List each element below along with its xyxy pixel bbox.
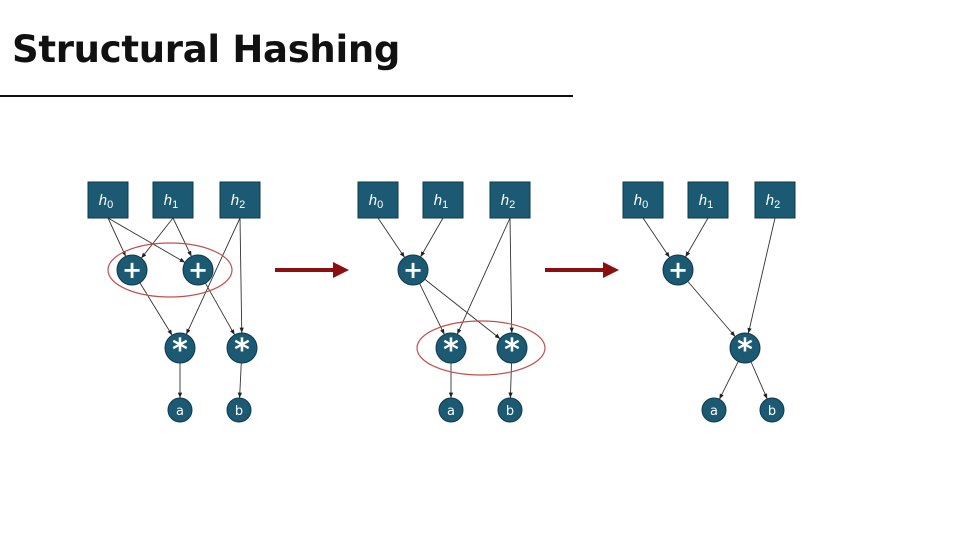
node-h2: h2 bbox=[219, 181, 261, 219]
node-h0: h0 bbox=[87, 181, 129, 219]
node-s1: * bbox=[729, 332, 761, 368]
node-h2: h2 bbox=[489, 181, 531, 219]
node-h0: h0 bbox=[357, 181, 399, 219]
node-subscript: 0 bbox=[642, 199, 648, 211]
edge-s2-b bbox=[237, 362, 242, 399]
edge-h0-p1 bbox=[107, 217, 127, 257]
edge-h2-s2 bbox=[509, 217, 514, 334]
node-a: a bbox=[167, 397, 193, 423]
node-label: * bbox=[737, 333, 753, 368]
node-subscript: 1 bbox=[172, 199, 178, 211]
node-label: a bbox=[710, 404, 718, 419]
node-s1: * bbox=[435, 332, 467, 368]
node-label: * bbox=[234, 333, 250, 368]
node-h2: h2 bbox=[754, 181, 796, 219]
node-a: a bbox=[701, 397, 727, 423]
node-label: + bbox=[668, 256, 688, 284]
node-label: a bbox=[176, 404, 184, 419]
node-h1: h1 bbox=[152, 181, 194, 219]
node-subscript: 2 bbox=[774, 199, 780, 211]
diagram-original: h0 h1 h2 + + * * a b bbox=[87, 181, 261, 423]
node-p1: + bbox=[397, 254, 429, 286]
node-s1: * bbox=[164, 332, 196, 368]
title-underline bbox=[0, 95, 573, 97]
node-label: b bbox=[506, 404, 514, 419]
diagram-plus-merged: h0 h1 h2 + * * a b bbox=[357, 181, 546, 423]
highlight-ellipse bbox=[416, 320, 546, 376]
node-label: * bbox=[504, 333, 520, 368]
node-subscript: 2 bbox=[239, 199, 245, 211]
node-subscript: 0 bbox=[107, 199, 113, 211]
node-label: + bbox=[188, 256, 208, 284]
node-label: + bbox=[403, 256, 423, 284]
node-p2: + bbox=[182, 254, 214, 286]
node-p1: + bbox=[662, 254, 694, 286]
node-b: b bbox=[759, 397, 785, 423]
node-label: a bbox=[447, 404, 455, 419]
edge-h2-s2 bbox=[239, 217, 244, 334]
edge-p2-s2 bbox=[204, 282, 236, 336]
node-s2: * bbox=[226, 332, 258, 368]
node-subscript: 0 bbox=[377, 199, 383, 211]
edge-p1-s1 bbox=[139, 282, 173, 336]
edge-h2-s1 bbox=[456, 217, 511, 335]
node-b: b bbox=[497, 397, 523, 423]
node-label: b bbox=[768, 404, 776, 419]
edge-h1-p1 bbox=[685, 217, 709, 258]
edge-h0-p1 bbox=[377, 217, 405, 258]
node-h1: h1 bbox=[687, 181, 729, 219]
slide-title: Structural Hashing bbox=[12, 28, 401, 71]
edge-s1-b bbox=[750, 361, 768, 400]
edge-p1-s2 bbox=[424, 278, 501, 340]
node-b: b bbox=[226, 397, 252, 423]
edge-h1-p1 bbox=[420, 217, 444, 258]
edge-p1-s1 bbox=[419, 283, 445, 335]
node-label: * bbox=[443, 333, 459, 368]
edge-s2-b bbox=[508, 362, 513, 399]
edge-h0-p1 bbox=[642, 217, 670, 258]
node-h0: h0 bbox=[622, 181, 664, 219]
node-h1: h1 bbox=[422, 181, 464, 219]
edge-h1-p2 bbox=[172, 217, 192, 257]
diagram-fully-hashed: h0 h1 h2 + * a b bbox=[622, 181, 796, 423]
node-a: a bbox=[438, 397, 464, 423]
transition-arrowhead-icon bbox=[603, 262, 619, 278]
node-label: b bbox=[235, 404, 243, 419]
edge-s1-a bbox=[718, 361, 739, 400]
edge-h0-p2 bbox=[107, 217, 186, 263]
node-s2: * bbox=[496, 332, 528, 368]
edge-h1-p1 bbox=[140, 217, 174, 259]
node-subscript: 1 bbox=[707, 199, 713, 211]
node-subscript: 2 bbox=[509, 199, 515, 211]
node-label: + bbox=[122, 256, 142, 284]
node-subscript: 1 bbox=[442, 199, 448, 211]
node-p1: + bbox=[116, 254, 148, 286]
highlight-ellipse bbox=[107, 242, 233, 298]
edge-h2-s1 bbox=[185, 217, 241, 335]
edge-h2-s1 bbox=[747, 217, 776, 334]
edge-p1-s1 bbox=[687, 281, 736, 337]
node-label: * bbox=[172, 333, 188, 368]
transition-arrowhead-icon bbox=[333, 262, 349, 278]
